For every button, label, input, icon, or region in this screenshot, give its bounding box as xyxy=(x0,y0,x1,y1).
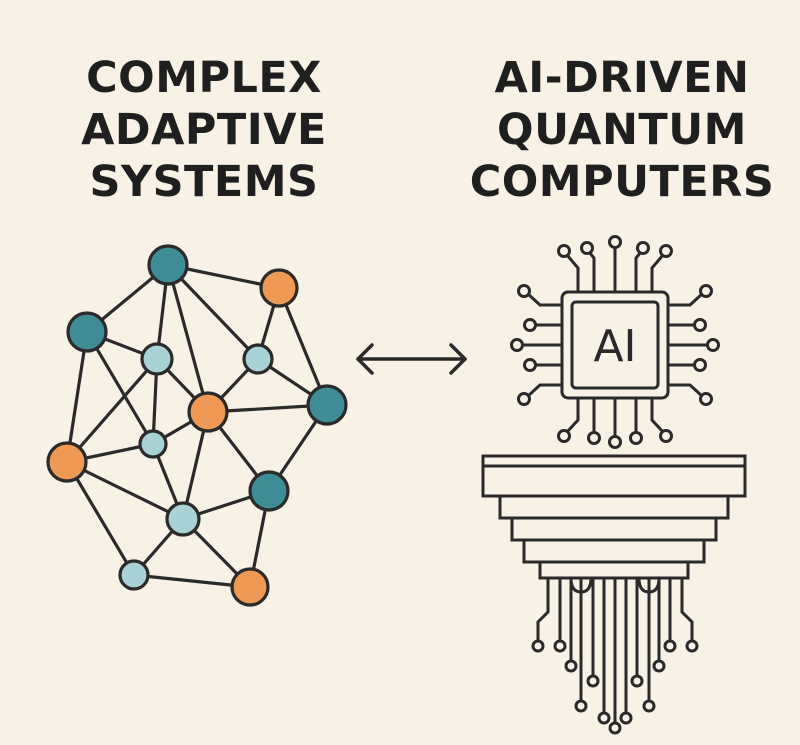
network-edge xyxy=(166,263,260,361)
network-edge xyxy=(65,357,159,464)
network-node-orange xyxy=(259,268,299,308)
chip-pin xyxy=(634,251,643,292)
right-title-line-2: QUANTUM xyxy=(497,105,747,155)
chandelier-wire-pad xyxy=(564,659,578,673)
chip-pin-pad xyxy=(693,318,707,332)
network-node-teal-dark xyxy=(147,244,189,286)
chip-pin-pad xyxy=(510,338,524,352)
right-panel-title: AI-DRIVEN QUANTUM COMPUTERS xyxy=(432,52,800,208)
chip-pin-pad xyxy=(523,358,537,372)
chandelier-wire-pad xyxy=(574,699,588,713)
chip-pin xyxy=(565,398,580,434)
chandelier-tier-5 xyxy=(538,560,690,580)
chip-pin-pad xyxy=(517,284,531,298)
network-node-teal-light xyxy=(140,342,174,376)
right-title-line-3: COMPUTERS xyxy=(469,157,775,207)
network-node-teal-dark xyxy=(306,384,348,426)
chandelier-loop xyxy=(637,577,661,594)
chip-pin-pad xyxy=(608,235,622,249)
network-edge xyxy=(65,330,89,464)
chandelier-loop xyxy=(569,577,593,594)
left-title-line-3: SYSTEMS xyxy=(89,157,319,207)
network-edge xyxy=(277,286,329,407)
chandelier-tier-1 xyxy=(481,454,747,498)
network-node-orange xyxy=(46,441,88,483)
network-edge xyxy=(166,263,210,414)
chandelier-tier-2 xyxy=(498,494,730,520)
chandelier-wire-pad xyxy=(531,639,545,653)
chandelier-wire-pad xyxy=(642,699,656,713)
network-node-teal-light xyxy=(138,429,168,459)
network-node-teal-light xyxy=(242,343,274,375)
chip-pin xyxy=(565,254,580,292)
chip-pin-pad xyxy=(659,244,673,258)
chip-pin xyxy=(650,398,665,434)
chandelier-wire-pad xyxy=(597,711,611,725)
chip-pin-pad xyxy=(636,241,650,255)
chip-pin-pad xyxy=(587,431,601,445)
chandelier-wire xyxy=(536,578,550,640)
chandelier-wire-pad xyxy=(685,639,699,653)
chip-pin-pad xyxy=(699,284,713,298)
left-panel-title: COMPLEX ADAPTIVE SYSTEMS xyxy=(14,52,394,208)
chip-pin-pad xyxy=(706,338,720,352)
network-nodes xyxy=(46,244,348,607)
chip-pin-pad xyxy=(523,318,537,332)
quantum-chandelier-icon xyxy=(481,454,747,735)
chandelier-tier-3 xyxy=(510,516,718,542)
double-arrow-icon xyxy=(356,343,467,375)
network-edge xyxy=(65,460,185,521)
chandelier-wire xyxy=(680,578,694,640)
chandelier-wire-pad xyxy=(619,711,633,725)
chip-pin-pad xyxy=(629,431,643,445)
chandelier-wire-pad xyxy=(608,721,622,735)
chandelier-wire-pad xyxy=(652,659,666,673)
chip-pin-pad xyxy=(580,241,594,255)
chip-pin-pad xyxy=(557,244,571,258)
chip-pin-pad xyxy=(608,435,622,449)
network-node-teal-dark xyxy=(248,470,290,512)
chandelier-tier-4 xyxy=(522,538,706,564)
chip-label: AI xyxy=(593,321,636,372)
chip-pin-pad xyxy=(659,429,673,443)
network-edge xyxy=(65,460,136,577)
network-edge xyxy=(85,330,155,446)
network-node-orange xyxy=(187,391,229,433)
chip-pin xyxy=(668,383,704,398)
left-title-line-2: ADAPTIVE xyxy=(81,105,327,155)
network-node-teal-dark xyxy=(66,311,108,353)
network-node-teal-light xyxy=(118,559,150,591)
chip-pin xyxy=(526,292,562,307)
chandelier-wire-pad xyxy=(663,639,677,653)
chip-pin-pad xyxy=(557,429,571,443)
chandelier-wire-pad xyxy=(553,639,567,653)
chip-pin xyxy=(526,383,562,398)
network-node-teal-light xyxy=(165,501,201,537)
chandelier-wire-pad xyxy=(586,674,600,688)
chip-pin xyxy=(668,292,704,307)
chip-pin xyxy=(587,251,596,292)
chip-pin-pad xyxy=(699,392,713,406)
network-node-orange xyxy=(230,567,270,607)
ai-chip-icon: AI xyxy=(510,235,720,449)
chandelier-wire-pad xyxy=(630,674,644,688)
left-title-line-1: COMPLEX xyxy=(86,53,322,103)
chip-pin-pad xyxy=(693,358,707,372)
right-title-line-1: AI-DRIVEN xyxy=(494,53,750,103)
chip-pin xyxy=(650,254,665,292)
chip-pin-pad xyxy=(517,392,531,406)
